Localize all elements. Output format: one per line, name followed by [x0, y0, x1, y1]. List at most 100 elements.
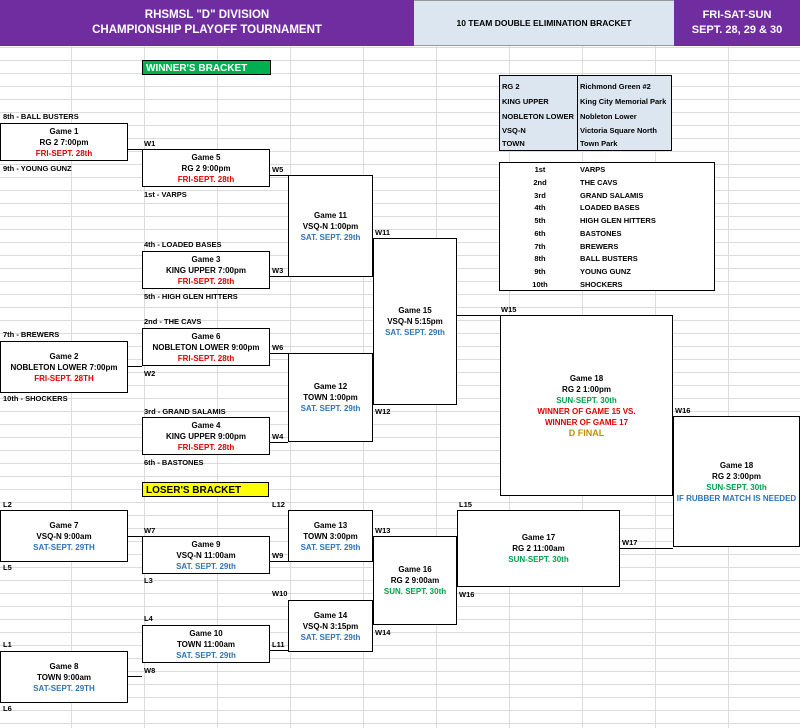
game-detail: KING UPPER 7:00pm: [165, 265, 247, 275]
losers-bracket-banner: LOSER'S BRACKET: [142, 482, 269, 497]
game-8-box: Game 8 TOWN 9:00am SAT-SEPT. 29TH: [0, 651, 128, 703]
loser-tag: L12: [272, 500, 285, 509]
venue-code: VSQ-N: [502, 126, 526, 135]
game-title: Game 12: [313, 382, 348, 391]
seed-label: 4th - LOADED BASES: [144, 240, 222, 249]
game-date: SAT-SEPT. 29TH: [33, 542, 95, 552]
venue-code: KING UPPER: [502, 97, 549, 106]
venue-name: Nobleton Lower: [580, 112, 637, 121]
game-14-box: Game 14 VSQ-N 3:15pm SAT. SEPT. 29th: [288, 600, 373, 652]
winner-tag: W8: [144, 666, 156, 675]
game-date: FRI-SEPT. 28th: [35, 148, 93, 158]
game-title: Game 16: [398, 565, 432, 574]
game-date: SAT. SEPT. 29th: [176, 650, 236, 660]
game-date: SAT. SEPT. 29th: [300, 232, 361, 242]
loser-tag: L6: [3, 704, 12, 713]
game-title: Game 6: [191, 331, 221, 341]
game-3-box: Game 3 KING UPPER 7:00pm FRI-SEPT. 28th: [142, 251, 270, 289]
game-detail: VSQ-N 5:15pm: [387, 317, 443, 326]
seed-label: 1st - VARPS: [144, 190, 187, 199]
standing-position: 5th: [534, 216, 546, 225]
standing-position: 1st: [534, 165, 546, 174]
standing-team: BALL BUSTERS: [580, 254, 638, 263]
game-title: Game 4: [191, 420, 221, 430]
venue-name: King City Memorial Park: [580, 97, 667, 106]
dates-label: SEPT. 28, 29 & 30: [691, 24, 783, 36]
game-detail: NOBLETON LOWER 7:00pm: [10, 362, 118, 372]
game-date: SAT. SEPT. 29th: [300, 632, 361, 642]
game-date: SUN-SEPT. 30th: [508, 555, 569, 564]
standing-team: LOADED BASES: [580, 203, 640, 212]
loser-tag: L4: [144, 614, 153, 623]
winner-tag: W9: [272, 551, 284, 560]
game-date: SAT-SEPT. 29TH: [33, 683, 95, 693]
standing-position: 9th: [534, 267, 546, 276]
winner-tag: W16: [675, 406, 691, 415]
seed-label: 7th - BREWERS: [3, 330, 60, 339]
game-16-box: Game 16 RG 2 9:00am SUN. SEPT. 30th: [373, 536, 457, 625]
game-18-rubber-box: Game 18 RG 2 3:00pm SUN-SEPT. 30th IF RU…: [673, 416, 800, 547]
winners-bracket-banner: WINNER'S BRACKET: [142, 60, 271, 75]
winner-tag: W13: [375, 526, 391, 535]
standing-position: 6th: [534, 229, 546, 238]
seed-label: 8th - BALL BUSTERS: [3, 112, 79, 121]
standing-position: 4th: [534, 203, 546, 212]
winner-tag: W14: [375, 628, 391, 637]
game-detail: VSQ-N 1:00pm: [302, 221, 359, 231]
standing-team: SHOCKERS: [580, 280, 623, 289]
game-date: SUN-SEPT. 30th: [706, 482, 767, 492]
standing-position: 10th: [532, 280, 548, 289]
winner-tag: W2: [144, 369, 156, 378]
game-detail: VSQ-N 3:15pm: [302, 621, 359, 631]
game-title: Game 7: [49, 520, 79, 530]
game-detail: TOWN 9:00am: [36, 672, 92, 682]
days-label: FRI-SAT-SUN: [702, 9, 772, 21]
standing-position: 7th: [534, 242, 546, 251]
seed-label: 3rd - GRAND SALAMIS: [144, 407, 226, 416]
seeding-table: 1st VARPS 2nd THE CAVS 3rd GRAND SALAMIS…: [499, 162, 715, 291]
game-date: FRI-SEPT. 28th: [177, 276, 235, 286]
game-4-box: Game 4 KING UPPER 9:00pm FRI-SEPT. 28th: [142, 417, 270, 455]
game-11-box: Game 11 VSQ-N 1:00pm SAT. SEPT. 29th: [288, 175, 373, 277]
game-date: SUN-SEPT. 30th: [556, 395, 617, 405]
game-6-box: Game 6 NOBLETON LOWER 9:00pm FRI-SEPT. 2…: [142, 328, 270, 366]
standing-team: THE CAVS: [580, 178, 618, 187]
game-title: Game 14: [313, 610, 348, 620]
standing-team: GRAND SALAMIS: [580, 191, 644, 200]
game-title: Game 9: [191, 539, 221, 549]
game-detail: RG 2 7:00pm: [39, 137, 89, 147]
venue-code: RG 2: [502, 82, 520, 91]
game-title: Game 18: [569, 373, 604, 383]
game-title: Game 8: [49, 661, 79, 671]
winner-tag: W7: [144, 526, 156, 535]
game-title: Game 11: [314, 210, 347, 220]
venue-code: NOBLETON LOWER: [502, 112, 574, 121]
game-detail: RG 2 9:00pm: [181, 163, 231, 173]
game-detail: TOWN 1:00pm: [303, 393, 358, 402]
game-detail: RG 2 11:00am: [512, 544, 565, 553]
game-title: Game 17: [521, 533, 556, 542]
winner-tag: W6: [272, 343, 284, 352]
game-detail: RG 2 1:00pm: [562, 384, 611, 394]
venue-name: Victoria Square North: [580, 126, 657, 135]
winner-tag: W16: [459, 590, 475, 599]
winner-tag: W1: [144, 139, 156, 148]
tournament-title: RHSMSL "D" DIVISION CHAMPIONSHIP PLAYOFF…: [0, 0, 414, 46]
winner-tag: W11: [375, 228, 391, 237]
game-title: Game 18: [719, 460, 754, 470]
venue-name: Town Park: [580, 139, 618, 148]
game-detail: VSQ-N 11:00am: [176, 550, 236, 560]
game-detail: NOBLETON LOWER 9:00pm: [152, 342, 260, 352]
game-detail: RG 2 9:00am: [390, 576, 440, 585]
game-title: Game 2: [49, 351, 79, 361]
game-note: IF RUBBER MATCH IS NEEDED: [676, 493, 797, 503]
final-label: D FINAL: [568, 427, 605, 438]
standing-team: BASTONES: [580, 229, 622, 238]
game-title: Game 10: [189, 628, 223, 638]
standing-team: BREWERS: [580, 242, 619, 251]
game-detail: TOWN 3:00pm: [303, 531, 358, 541]
venue-legend: RG 2 Richmond Green #2 KING UPPER King C…: [499, 75, 672, 151]
game-date: FRI-SEPT. 28TH: [34, 373, 94, 383]
game-title: Game 3: [191, 254, 221, 264]
bracket-type-label: 10 TEAM DOUBLE ELIMINATION BRACKET: [456, 18, 632, 28]
